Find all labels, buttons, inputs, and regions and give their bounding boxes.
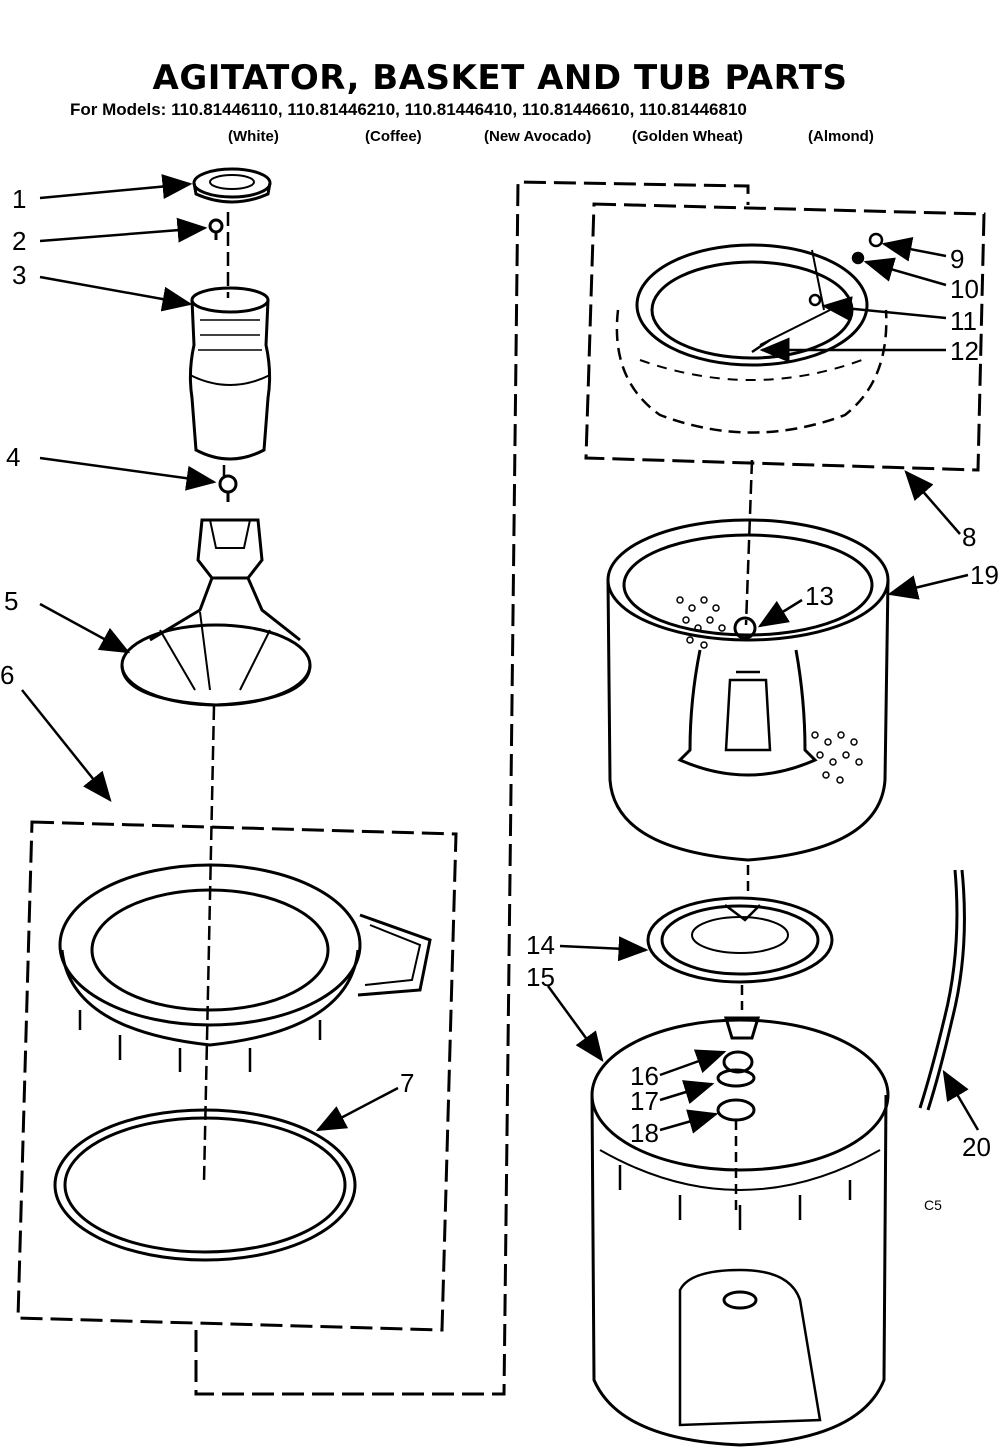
group-box-8 [584,202,986,472]
callout-8: 8 [962,522,976,552]
callout-19: 19 [970,560,999,590]
callout-numbers: 1 2 3 4 5 6 7 8 9 10 11 12 13 14 15 16 1… [0,184,999,1213]
color-golden-wheat: (Golden Wheat) [632,128,743,145]
color-new-avocado: (New Avocado) [484,128,592,145]
part-agitator-base [120,518,312,707]
callout-9: 9 [950,244,964,274]
callout-7: 7 [400,1068,414,1098]
group-box-6 [16,820,458,1332]
part-agitator-barrel [188,286,272,461]
part-hose [918,869,966,1111]
models-line: For Models: 110.81446110, 110.81446210, … [70,100,747,120]
part-agitator-bolt [218,474,238,502]
part-agitator-cap [192,167,272,204]
callout-14: 14 [526,930,555,960]
basket-perforations [676,596,863,784]
connector-line [194,180,750,1396]
callout-5: 5 [4,586,18,616]
leader-lines [21,174,980,1134]
callout-3: 3 [12,260,26,290]
models-list: 110.81446110, 110.81446210, 110.81446410… [171,100,747,119]
callout-4: 4 [6,442,20,472]
callout-11: 11 [950,306,977,336]
part-outer-tub [590,1018,890,1447]
callout-18: 18 [630,1118,659,1148]
part-cap-screw [208,218,224,240]
callout-6: 6 [0,660,14,690]
part-hub-seals [716,1016,761,1210]
part-fastener-set [751,232,884,354]
callout-10: 10 [950,274,979,304]
color-coffee: (Coffee) [365,128,422,145]
callout-2: 2 [12,226,26,256]
color-white: (White) [228,128,279,145]
callout-1: 1 [12,184,26,214]
callout-15: 15 [526,962,555,992]
callout-17: 17 [630,1086,659,1116]
color-almond: (Almond) [808,128,874,145]
callout-13: 13 [805,581,834,611]
callout-20: 20 [962,1132,991,1162]
part-drive-block [646,896,834,984]
callout-16: 16 [630,1061,659,1091]
diagram-code: C5 [924,1197,942,1213]
part-tub-ring [58,863,432,1072]
part-basket-top-ring [615,243,888,434]
models-prefix: For Models: [70,100,167,119]
callout-12: 12 [950,336,979,366]
diagram-title: AGITATOR, BASKET AND TUB PARTS [152,58,848,98]
